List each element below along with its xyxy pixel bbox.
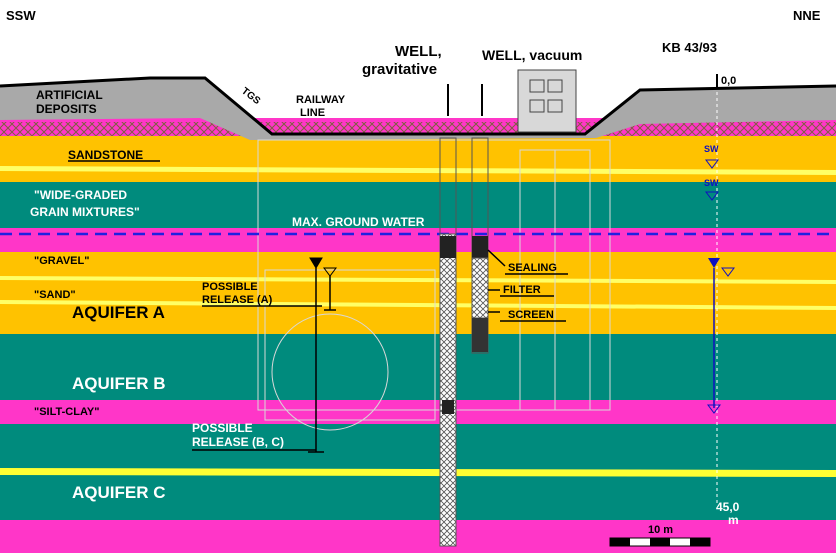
railway-line2: LINE — [300, 107, 325, 119]
artificial-deposits — [0, 78, 836, 140]
well-house — [517, 69, 577, 133]
max-ground-water-label: MAX. GROUND WATER — [292, 215, 425, 229]
artificial-deposits-line2: DEPOSITS — [36, 102, 97, 116]
orientation-right: NNE — [793, 8, 821, 23]
release-a-line2: RELEASE (A) — [202, 294, 273, 306]
sw-symbol-1: SW — [704, 144, 719, 154]
sealing-label: SEALING — [508, 262, 557, 274]
artificial-deposits-line1: ARTIFICIAL — [36, 88, 103, 102]
orientation-left: SSW — [6, 8, 36, 23]
aquifer-b-label: AQUIFER B — [72, 374, 166, 393]
sandstone-label: SANDSTONE — [68, 148, 143, 162]
well-gravitative-line2: gravitative — [362, 61, 437, 78]
wide-graded-line2: GRAIN MIXTURES" — [30, 205, 140, 219]
depth-bottom-value: 45,0 — [716, 500, 740, 514]
stratum-bottom-magenta — [0, 520, 836, 553]
filter-label: FILTER — [503, 284, 541, 296]
gravitative-well — [439, 84, 457, 547]
release-bc-line1: POSSIBLE — [192, 421, 253, 435]
scale-bar — [609, 537, 711, 547]
aquifer-a-streak-1 — [0, 276, 836, 284]
aquifer-c-label: AQUIFER C — [72, 483, 166, 502]
stratum-aquifer-a — [0, 252, 836, 334]
well-gravitative-line1: WELL, — [395, 43, 442, 60]
well-vacuum-label: WELL, vacuum — [482, 47, 582, 63]
scale-bar-label: 10 m — [648, 524, 673, 536]
release-markers-left — [308, 257, 337, 453]
sand-label: "SAND" — [34, 289, 76, 301]
silt-clay-label: "SILT-CLAY" — [34, 406, 99, 418]
well-part-pointers — [487, 249, 506, 313]
ground-surface-line — [0, 76, 836, 136]
gravel-label: "GRAVEL" — [34, 255, 89, 267]
wide-graded-line1: "WIDE-GRADED — [34, 188, 127, 202]
stratum-wide-graded — [0, 182, 836, 228]
strata — [0, 118, 836, 553]
sandstone-streak — [0, 166, 836, 175]
aquifer-a-label: AQUIFER A — [72, 303, 165, 322]
stratum-magenta-2 — [0, 228, 836, 252]
underground-structure-outline — [257, 139, 611, 431]
sw-symbol-2: SW — [704, 178, 719, 188]
railway-line1: RAILWAY — [296, 94, 346, 106]
borehole-column — [705, 74, 735, 505]
vacuum-well — [471, 84, 489, 354]
release-bc-line2: RELEASE (B, C) — [192, 435, 284, 449]
release-a-line1: POSSIBLE — [202, 281, 258, 293]
aquifer-c-yellow-line — [0, 468, 836, 477]
borehole-label: KB 43/93 — [662, 40, 717, 55]
stratum-aquifer-b — [0, 334, 836, 400]
aquifer-a-streak-2 — [0, 300, 836, 310]
screen-label: SCREEN — [508, 309, 554, 321]
depth-bottom-unit: m — [728, 513, 739, 527]
depth-top-label: 0,0 — [721, 75, 736, 87]
